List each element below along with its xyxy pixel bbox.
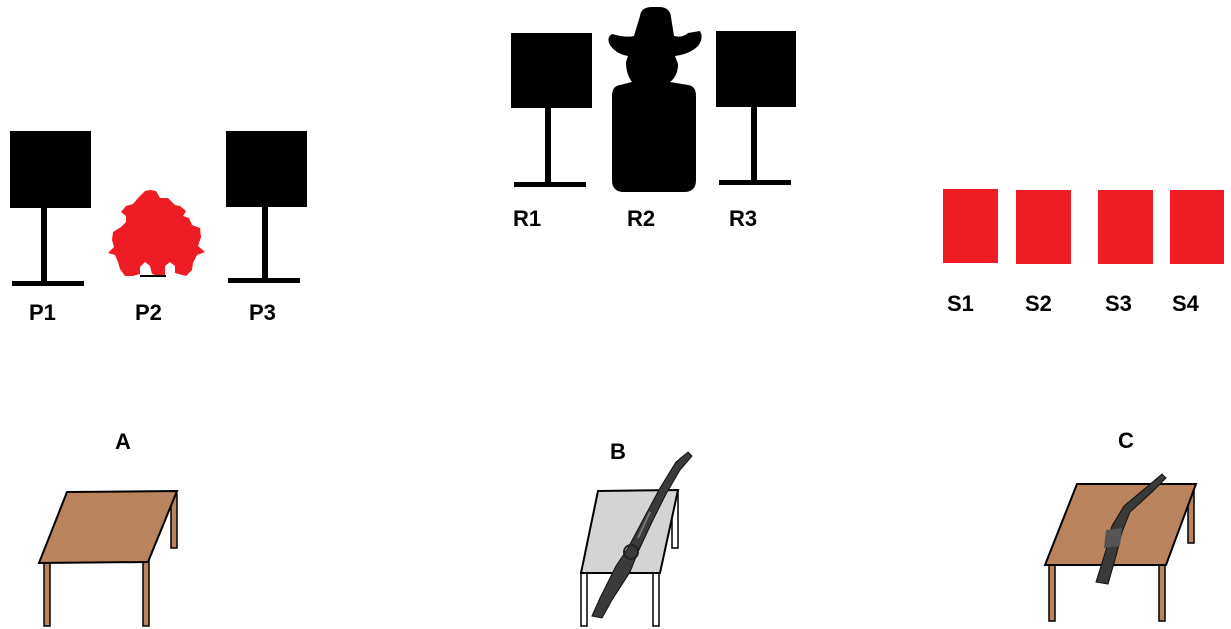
rifle-icon <box>1095 473 1167 585</box>
label-r3: R3 <box>729 206 758 231</box>
table-a <box>37 489 179 627</box>
shotgun-target-s4 <box>1170 190 1224 264</box>
rifle-target-r1 <box>511 33 592 187</box>
pistol-target-p1 <box>10 131 91 286</box>
pistol-knockdown-p2 <box>108 190 205 277</box>
label-r1: R1 <box>513 206 542 231</box>
rifle-target-r3 <box>716 31 796 185</box>
shotgun-target-s1 <box>943 189 998 263</box>
pistol-target-p3 <box>226 131 307 283</box>
label-p3: P3 <box>249 300 276 325</box>
label-s4: S4 <box>1172 291 1199 316</box>
rifle-icon <box>591 451 693 619</box>
label-table-c: C <box>1118 428 1134 453</box>
rifle-cowboy-silhouette-r2 <box>608 7 702 192</box>
label-s3: S3 <box>1105 291 1132 316</box>
label-table-b: B <box>610 439 626 464</box>
label-p1: P1 <box>29 300 56 325</box>
label-s1: S1 <box>947 291 974 316</box>
label-table-a: A <box>115 429 131 454</box>
label-s2: S2 <box>1025 291 1052 316</box>
table-b <box>579 451 693 627</box>
label-r2: R2 <box>627 206 656 231</box>
shotgun-target-s3 <box>1098 190 1153 264</box>
label-p2: P2 <box>135 300 162 325</box>
shotgun-target-s2 <box>1016 190 1071 264</box>
table-c <box>1043 473 1198 622</box>
